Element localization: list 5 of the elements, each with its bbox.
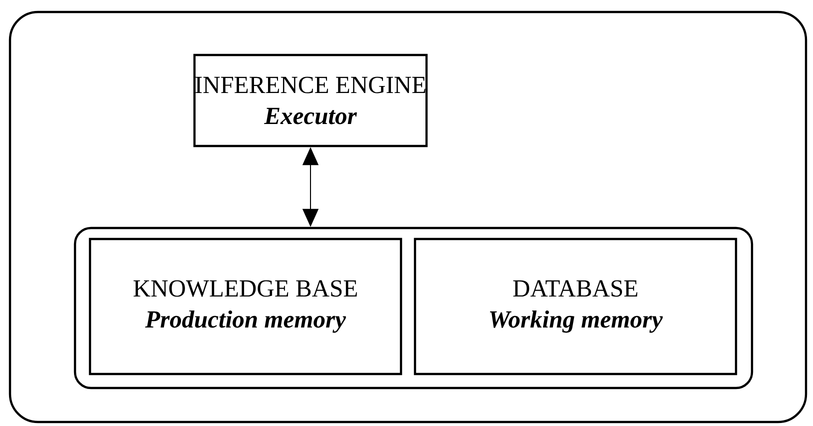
outer-frame xyxy=(8,10,808,424)
text-box: INFERENCE ENGINE Executor xyxy=(193,54,428,148)
group-frame xyxy=(74,226,754,390)
text-box: KNOWLEDGE BASE Production memory xyxy=(88,238,402,376)
text-box: DATABASE Working memory xyxy=(414,238,738,376)
